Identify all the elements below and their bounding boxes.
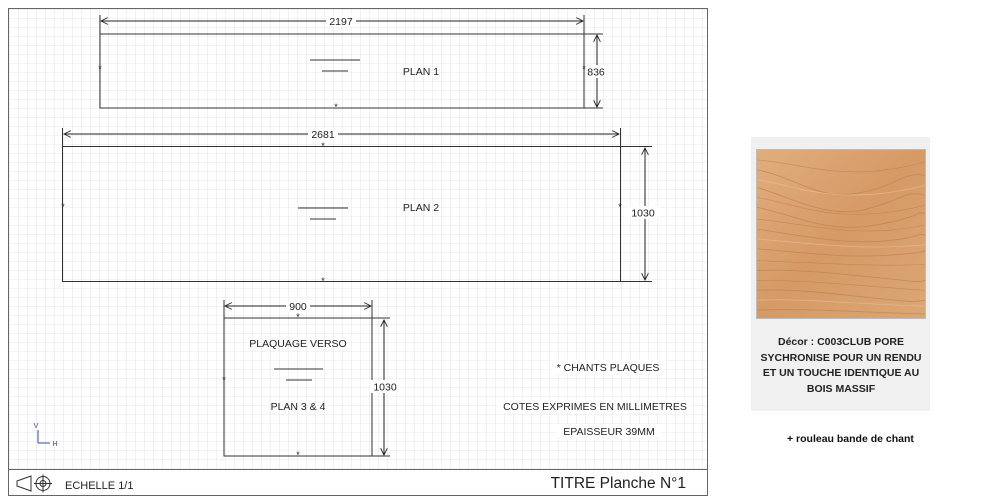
decor-card: Décor : C003CLUB PORE SYCHRONISE POUR UN… (751, 137, 930, 411)
note-units: COTES EXPRIMES EN MILLIMETRES (503, 401, 687, 413)
edge-marker: * (222, 375, 226, 385)
edge-marker: * (582, 64, 586, 74)
axis-v-label: V (34, 423, 39, 430)
edge-marker: * (296, 450, 300, 460)
edge-marker: * (321, 141, 325, 151)
drawing-notes: * CHANTS PLAQUES COTES EXPRIMES EN MILLI… (497, 360, 691, 438)
plan-3-height-dim: 1030 (373, 382, 397, 394)
plan-1-height-dim: 836 (587, 67, 605, 79)
edge-markers: * * * * * * * * * * (61, 64, 622, 460)
edge-marker: * (98, 64, 102, 74)
title-block: ECHELLE 1/1 TITRE Planche N°1 (8, 469, 708, 493)
edge-marker: * (321, 276, 325, 286)
projection-symbol-icon (16, 474, 52, 493)
plan-2-label: PLAN 2 (403, 202, 439, 214)
plan-3-label: PLAN 3 & 4 (271, 401, 326, 413)
plan-1-width-dim: 2197 (329, 16, 353, 28)
axis-indicator: V H (34, 423, 58, 448)
plan-1-label: PLAN 1 (403, 66, 439, 78)
scale-label: ECHELLE 1/1 (65, 480, 133, 492)
note-chants: * CHANTS PLAQUES (557, 362, 660, 374)
edge-marker: * (334, 102, 338, 112)
oak-wood-swatch-icon (756, 149, 926, 319)
plan-2-height-dim: 1030 (631, 208, 655, 220)
decor-description: Décor : C003CLUB PORE SYCHRONISE POUR UN… (760, 336, 922, 395)
edge-banding-note: + rouleau bande de chant (787, 433, 914, 445)
axis-h-label: H (52, 441, 57, 448)
plan-labels: PLAN 1 PLAN 2 PLAQUAGE VERSO PLAN 3 & 4 (249, 66, 439, 413)
note-thickness: EPAISSEUR 39MM (563, 426, 654, 438)
edge-marker: * (296, 312, 300, 322)
sheet-title: TITRE Planche N°1 (551, 475, 686, 492)
drawing-frame (8, 8, 708, 496)
plan-3-width-dim: 900 (289, 301, 307, 313)
plan-2-width-dim: 2681 (311, 129, 335, 141)
edge-marker: * (618, 202, 622, 212)
dimension-labels: 2197 836 2681 1030 900 1030 (286, 15, 660, 394)
plan-3-title: PLAQUAGE VERSO (249, 338, 346, 350)
edge-marker: * (61, 202, 65, 212)
